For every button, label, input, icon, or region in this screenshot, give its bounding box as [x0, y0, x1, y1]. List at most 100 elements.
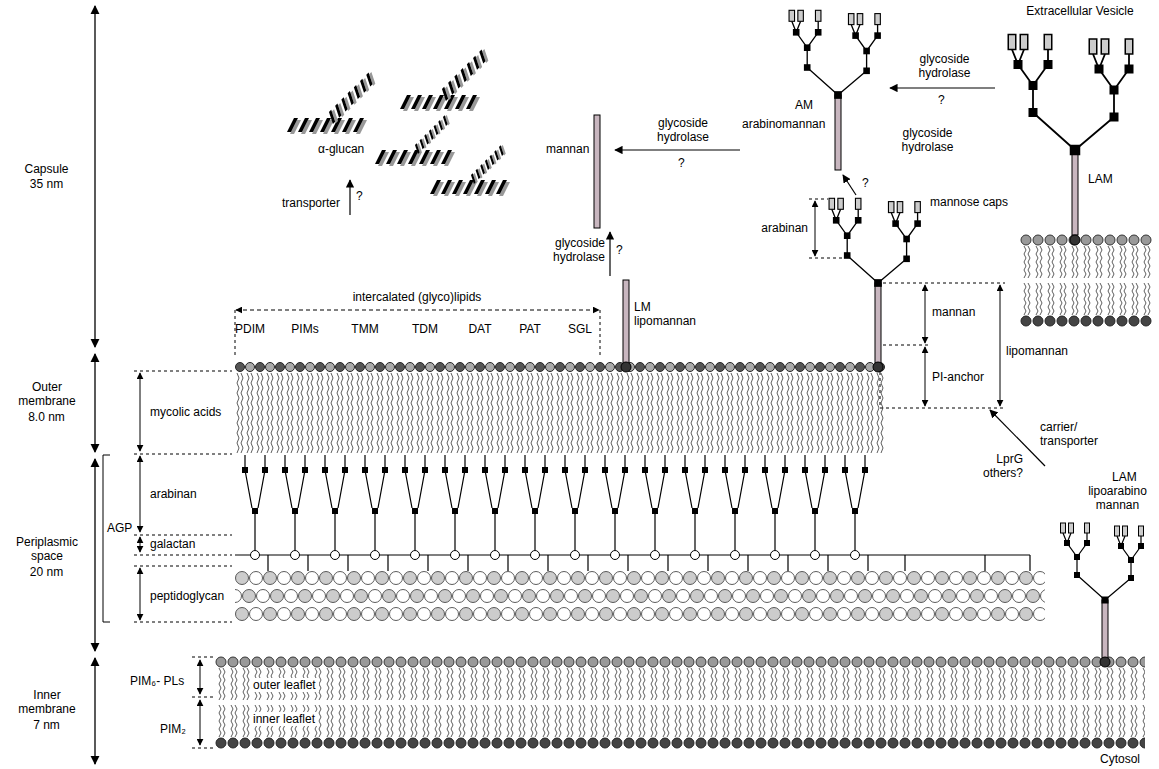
annotation-label: 35 nm [4, 177, 89, 191]
illustration-part [325, 71, 379, 125]
lipid-head [1070, 235, 1080, 245]
annotation-label: arabinan [150, 487, 197, 501]
illustration-part [984, 555, 985, 571]
illustration-part [134, 555, 232, 556]
annotation-label: SGL [555, 322, 605, 336]
lipid-head [1100, 657, 1110, 667]
illustration-part [192, 657, 213, 748]
annotation-label: 8.0 nm [4, 410, 89, 424]
mannan-bar [594, 115, 600, 228]
annotation-label: DAT [455, 322, 505, 336]
am-stem [835, 95, 841, 170]
illustration-part [94, 658, 95, 764]
annotation-label: ? [938, 93, 945, 107]
illustration-part [94, 6, 95, 347]
illustration-part [134, 371, 232, 372]
annotation-label: Extracellular Vesicle [1005, 4, 1155, 18]
illustration-part [103, 455, 110, 622]
annotation-label: lipomannan [1006, 344, 1068, 358]
illustration-part [400, 95, 480, 111]
illustration-part [200, 700, 201, 745]
lam-branches [829, 198, 921, 287]
lam-branches [1061, 523, 1145, 604]
annotation-label: ? [862, 176, 869, 190]
annotation-label: LprG others? [975, 452, 1023, 480]
illustration-part [809, 199, 1005, 408]
annotation-label: mycolic acids [150, 405, 221, 419]
lipomannan-bar [623, 280, 629, 365]
illustration-part [600, 310, 601, 358]
illustration-part [1000, 285, 1001, 406]
illustration-part [880, 408, 1005, 409]
illustration-part [134, 622, 232, 623]
illustration-part [430, 180, 510, 196]
illustration-part [94, 459, 95, 651]
arrow-label: carrier/ transporter [1040, 420, 1112, 448]
illustration-part [200, 660, 201, 694]
molecule-label: mannose caps [930, 195, 1008, 209]
arrow-label: glycoside hydrolase [912, 52, 977, 80]
illustration-part [438, 48, 492, 102]
arrow-label: glycoside hydrolase [545, 236, 605, 264]
transporter-arrow [349, 180, 350, 215]
illustration-part [192, 748, 213, 749]
illustration-part [192, 657, 213, 658]
annotation-label: PIM₂ [160, 722, 186, 736]
arrow-label: glycoside hydrolase [648, 116, 718, 144]
annotation-label: Capsule [4, 162, 89, 176]
annotation-label: Cytosol [1100, 752, 1140, 766]
arabinogalactan-layer [235, 450, 875, 571]
annotation-label: AGP [107, 521, 132, 535]
process-arrow [843, 175, 856, 195]
molecule-group: AMarabinomannan [740, 5, 890, 175]
illustration-part [134, 535, 232, 536]
annotation-label: PIM₆- PLs [130, 674, 184, 688]
annotation-label: PI-anchor [932, 370, 984, 384]
annotation-label: TDM [400, 322, 450, 336]
annotation-label: outer leaflet [250, 678, 319, 692]
annotation-label: galactan [150, 537, 195, 551]
annotation-label: inner leaflet [250, 712, 318, 726]
lam-stem [875, 283, 881, 363]
lipid-head [873, 362, 883, 372]
annotation-label: 20 nm [4, 565, 89, 579]
illustration-part [134, 566, 232, 567]
annotation-label: 7 nm [4, 718, 89, 732]
molecule-group: α-glucan [280, 20, 530, 200]
arrow-label: glycoside hydrolase [895, 126, 960, 154]
lam-stem [1072, 150, 1078, 235]
illustration-part [412, 114, 453, 155]
illustration-part [883, 283, 1005, 284]
illustration-part [140, 568, 141, 620]
alpha-glucan-helices [287, 48, 510, 196]
annotation-label: Periplasmic space [12, 535, 82, 563]
inner-membrane [215, 655, 1145, 750]
molecule-label: arabinomannan [742, 117, 825, 131]
illustration-part [140, 537, 141, 552]
peptidoglycan-layer [235, 571, 1045, 621]
scale-axis [94, 6, 95, 764]
annotation-label: arabinan [750, 221, 808, 235]
lam-stem [1102, 600, 1108, 658]
lipid-head [621, 362, 631, 372]
molecule-group: LMlipomannan [600, 276, 710, 370]
molecule-group: LAMlipoarabino mannan [1040, 466, 1158, 660]
molecule-label: LAM [1112, 470, 1137, 484]
annotation-label: ? [678, 156, 685, 170]
illustration-part [815, 201, 816, 256]
molecule-label: LM [634, 300, 651, 314]
molecule-label: LAM [1088, 172, 1113, 186]
illustration-part [925, 347, 926, 406]
annotation-label: Outer membrane [17, 380, 77, 408]
process-arrow [615, 149, 740, 150]
annotation-label: peptidoglycan [150, 589, 224, 603]
molecule-label: α-glucan [318, 142, 364, 156]
illustration-part [809, 258, 845, 259]
molecule-group: LAM [995, 20, 1155, 350]
illustration-part [880, 372, 881, 408]
vesicle-membrane [1020, 233, 1152, 328]
illustration-part [140, 456, 141, 532]
annotation-label: intercalated (glyco)lipids [317, 290, 517, 304]
